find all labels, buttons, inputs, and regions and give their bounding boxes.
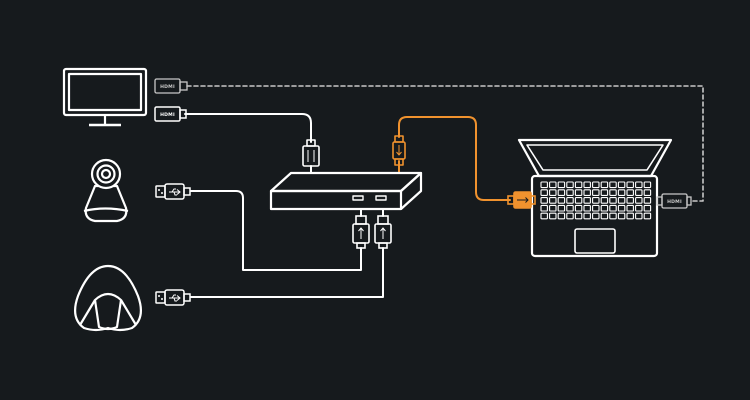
- keyboard-key: [583, 204, 591, 212]
- keyboard-key: [626, 212, 634, 220]
- hdmi-plug-monitor: HDMI: [154, 106, 187, 122]
- keyboard-key: [592, 189, 600, 196]
- keyboard-key: [609, 204, 617, 212]
- keyboard-key: [540, 204, 548, 212]
- hdmi-cable-monitor-hub: [184, 113, 312, 143]
- keyboard-key: [574, 204, 583, 212]
- keyboard-key: [592, 181, 600, 189]
- keyboard-key: [566, 189, 574, 196]
- keyboard-key: [566, 212, 574, 220]
- keyboard-key: [549, 197, 557, 204]
- keyboard-key: [643, 204, 652, 212]
- keyboard-key: [574, 197, 583, 204]
- hdmi-label: HDMI: [160, 112, 175, 118]
- keyboard-key: [557, 189, 566, 196]
- camera-icon: [83, 158, 129, 223]
- keyboard-key: [643, 189, 652, 196]
- keyboard-key: [600, 181, 609, 189]
- keyboard-key: [557, 197, 566, 204]
- keyboard-key: [635, 197, 643, 204]
- laptop-icon: [517, 138, 673, 258]
- keyboard-key: [583, 189, 591, 196]
- keyboard-key: [626, 204, 634, 212]
- dashed-hdmi-cable: [186, 85, 704, 202]
- keyboard-key: [617, 189, 626, 196]
- keyboard-key: [643, 212, 652, 220]
- keyboard-key: [592, 204, 600, 212]
- keyboard-key: [583, 197, 591, 204]
- keyboard-key: [574, 212, 583, 220]
- keyboard-key: [600, 197, 609, 204]
- keyboard-key: [540, 181, 548, 189]
- keyboard-key: [600, 212, 609, 220]
- keyboard-key: [540, 212, 548, 220]
- laptop-keyboard: [540, 181, 652, 220]
- keyboard-key: [592, 197, 600, 204]
- keyboard-key: [540, 189, 548, 196]
- hdmi-plug-monitor-dashed: HDMI: [154, 78, 188, 94]
- usb-cable-camera-hub: [190, 190, 362, 271]
- keyboard-key: [617, 197, 626, 204]
- keyboard-key: [643, 197, 652, 204]
- usb-plug-hub-port-1: [352, 215, 370, 249]
- keyboard-key: [557, 212, 566, 220]
- keyboard-key: [566, 197, 574, 204]
- usb-plug-hub-port-2: [374, 215, 392, 249]
- keyboard-key: [574, 181, 583, 189]
- keyboard-key: [617, 204, 626, 212]
- keyboard-key: [609, 181, 617, 189]
- hdmi-label: HDMI: [160, 84, 175, 90]
- keyboard-key: [609, 189, 617, 196]
- monitor-icon: [62, 67, 148, 127]
- keyboard-key: [626, 189, 634, 196]
- usb-cable-hub-laptop: [398, 116, 511, 201]
- usb-plug-laptop-orange: [507, 191, 536, 209]
- usb-plug-camera: [155, 183, 191, 200]
- keyboard-key: [600, 189, 609, 196]
- speakerphone-icon: [73, 264, 143, 332]
- usb-plug-speakerphone: [155, 289, 191, 306]
- keyboard-key: [609, 212, 617, 220]
- usb-plug-hub-orange: [392, 135, 406, 166]
- hdmi-plug-hub: [302, 139, 320, 167]
- keyboard-key: [617, 181, 626, 189]
- hdmi-plug-laptop: HDMI: [656, 193, 692, 209]
- keyboard-key: [635, 189, 643, 196]
- hdmi-label: HDMI: [667, 199, 682, 205]
- keyboard-key: [592, 212, 600, 220]
- keyboard-key: [626, 197, 634, 204]
- keyboard-key: [574, 189, 583, 196]
- keyboard-key: [549, 212, 557, 220]
- keyboard-key: [635, 181, 643, 189]
- usb-hub-icon: [269, 171, 423, 211]
- keyboard-key: [643, 181, 652, 189]
- usb-cable-speakerphone-hub: [190, 247, 384, 298]
- keyboard-key: [549, 189, 557, 196]
- keyboard-key: [600, 204, 609, 212]
- keyboard-key: [583, 212, 591, 220]
- keyboard-key: [566, 181, 574, 189]
- keyboard-key: [540, 197, 548, 204]
- keyboard-key: [566, 204, 574, 212]
- keyboard-key: [549, 181, 557, 189]
- keyboard-key: [635, 204, 643, 212]
- keyboard-key: [583, 181, 591, 189]
- keyboard-key: [557, 204, 566, 212]
- keyboard-key: [549, 204, 557, 212]
- keyboard-key: [635, 212, 643, 220]
- keyboard-key: [626, 181, 634, 189]
- keyboard-key: [617, 212, 626, 220]
- keyboard-key: [609, 197, 617, 204]
- keyboard-key: [557, 181, 566, 189]
